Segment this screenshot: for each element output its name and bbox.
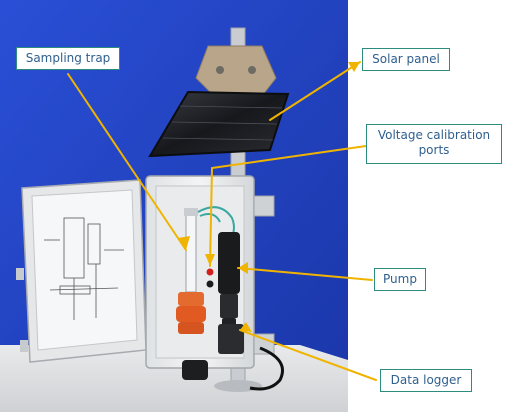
pump-body [218,232,240,294]
voltage-port-black [206,280,214,288]
sampling-trap-tube [185,211,197,293]
door-schematic [44,217,124,320]
label-voltage-line2: ports [418,143,450,157]
arrow-data-logger [239,329,377,381]
label-voltage-line1: Voltage calibration [377,128,491,142]
label-pump: Pump [374,268,426,291]
arrow-solar-panel [269,61,361,121]
label-solar-panel: Solar panel [362,48,450,71]
panel-bracket [195,45,277,97]
label-voltage-calibration-ports: Voltage calibration ports [366,124,502,164]
arrow-voltage-ports-drop [209,167,213,267]
label-sampling-trap: Sampling trap [16,47,120,70]
table-surface [0,345,348,412]
label-data-logger: Data logger [380,369,472,392]
logger-cable [249,346,284,391]
arrow-pump [237,267,373,281]
arrow-sampling-trap [67,73,187,251]
sampling-trap-cap [178,292,204,306]
arrow-voltage-ports [211,145,367,169]
data-logger-body [218,324,244,354]
voltage-port-red [206,268,214,276]
door-inner-panel [31,189,138,351]
